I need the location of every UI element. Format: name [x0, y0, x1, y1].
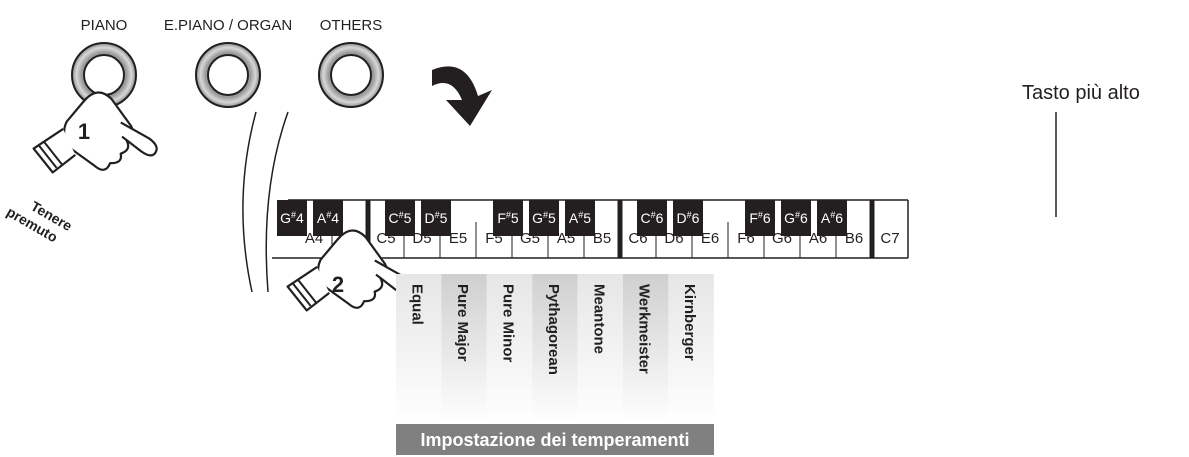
black-key: [781, 200, 811, 236]
epiano-organ-button-label: E.PIANO / ORGAN: [164, 17, 292, 34]
white-key-label: B6: [845, 230, 863, 247]
temperament-column: [396, 274, 442, 424]
black-key: [421, 200, 451, 236]
black-key-label: F#5: [497, 210, 519, 226]
keyboard: A4B4C5D5E5F5G5A5B5C6D6E6F6G6A6B6C7G#4A#4…: [272, 199, 909, 259]
others-button[interactable]: [318, 42, 384, 108]
piano-button-label: PIANO: [81, 17, 128, 34]
temperament-label: Werkmeister: [636, 284, 653, 374]
temperament-column: [486, 274, 533, 424]
highest-key-label: Tasto più alto: [1022, 82, 1140, 104]
temperament-column: [668, 274, 714, 424]
button-face: [330, 54, 372, 96]
black-key-label: G#4: [280, 210, 304, 226]
temperament-label: Equal: [409, 284, 426, 325]
black-key: [817, 200, 847, 236]
black-key: [745, 200, 775, 236]
black-key-label: A#4: [317, 210, 339, 226]
black-key-label: F#6: [749, 210, 771, 226]
others-button-label: OTHERS: [320, 17, 383, 34]
panel-buttons: PIANO E.PIANO / ORGAN OTHERS: [71, 17, 384, 108]
black-key-label: A#6: [821, 210, 843, 226]
temperament-column: [441, 274, 487, 424]
temperament-columns: Equal Pure Major Pure Minor Pythagorean Mean…: [396, 274, 714, 424]
white-key-label: B5: [593, 230, 611, 247]
curved-arrow-icon: [432, 66, 492, 126]
step-2-number: 2: [332, 272, 344, 297]
keyboard-break-curve: [265, 111, 289, 293]
black-key-label: C#6: [641, 210, 664, 226]
temperament-column: [623, 274, 669, 424]
black-key-label: G#6: [784, 210, 808, 226]
black-key: [277, 200, 307, 236]
temperament-column: [577, 274, 623, 424]
black-key: [493, 200, 523, 236]
piano-button[interactable]: [71, 42, 137, 108]
keyboard-break-curve: [242, 111, 257, 293]
temperament-label: Kirnberger: [681, 284, 698, 361]
button-face: [83, 54, 125, 96]
black-key-label: G#5: [532, 210, 556, 226]
temperament-caption: Impostazione dei temperamenti: [420, 430, 689, 450]
hand-press-icon: [32, 91, 158, 174]
black-key: [385, 200, 415, 236]
button-face: [207, 54, 249, 96]
temperament-label: Pure Minor: [500, 284, 517, 363]
temperament-label: Pythagorean: [545, 284, 562, 375]
black-key-label: D#6: [677, 210, 700, 226]
black-key: [565, 200, 595, 236]
white-key-label: C7: [880, 230, 899, 247]
black-key-label: A#5: [569, 210, 591, 226]
white-key-label: E6: [701, 230, 719, 247]
black-key: [637, 200, 667, 236]
temperament-label: Meantone: [590, 284, 607, 354]
step-1-number: 1: [78, 119, 90, 144]
temperament-label: Pure Major: [454, 284, 471, 362]
temperament-caption-bg: [396, 424, 714, 455]
black-key: [529, 200, 559, 236]
epiano-organ-button[interactable]: [195, 42, 261, 108]
temperament-column: [532, 274, 578, 424]
hand-press-icon: [286, 229, 412, 312]
black-key-label: C#5: [389, 210, 412, 226]
step-1-caption: Tenere premuto: [4, 189, 78, 251]
black-key-label: D#5: [425, 210, 448, 226]
white-key-label: E5: [449, 230, 467, 247]
black-key: [313, 200, 343, 236]
black-key: [673, 200, 703, 236]
